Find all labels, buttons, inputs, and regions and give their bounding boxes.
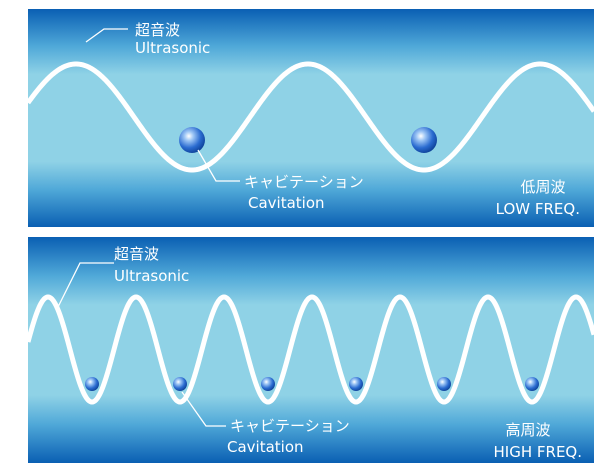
high-frequency-wave <box>25 294 597 405</box>
cavitation-leader-line <box>181 391 226 427</box>
high-panel-background <box>28 237 594 463</box>
cavitation-bubble <box>179 127 205 153</box>
cavitation-label-en: Cavitation <box>227 438 304 456</box>
low-frequency-panel: 超音波 Ultrasonic キャビテーション Cavitation 低周波 L… <box>25 9 597 227</box>
cavitation-bubble <box>525 377 539 391</box>
cavitation-bubble <box>349 377 363 391</box>
cavitation-bubble <box>261 377 275 391</box>
high-frequency-panel: 超音波 Ultrasonic キャビテーション Cavitation 高周波 H… <box>25 237 597 463</box>
frequency-label-jp: 低周波 <box>520 178 565 196</box>
ultrasonic-label-jp: 超音波 <box>135 21 180 39</box>
cavitation-label-jp: キャビテーション <box>244 173 364 191</box>
cavitation-label-jp: キャビテーション <box>230 417 350 435</box>
frequency-label-jp: 高周波 <box>505 421 550 439</box>
ultrasonic-label-en: Ultrasonic <box>114 267 189 285</box>
cavitation-bubble <box>411 127 437 153</box>
ultrasonic-leader-line <box>85 28 128 43</box>
ultrasonic-label-jp: 超音波 <box>114 245 159 263</box>
cavitation-label-en: Cavitation <box>248 194 325 212</box>
low-panel-background <box>28 9 594 227</box>
cavitation-bubble <box>173 377 187 391</box>
frequency-label-en: LOW FREQ. <box>496 200 580 218</box>
ultrasonic-leader-line <box>57 262 114 308</box>
cavitation-bubble <box>85 377 99 391</box>
cavitation-bubble <box>437 377 451 391</box>
ultrasonic-label-en: Ultrasonic <box>135 39 210 57</box>
frequency-label-en: HIGH FREQ. <box>494 443 582 461</box>
low-frequency-wave <box>25 61 597 173</box>
cavitation-leader-line <box>197 149 240 182</box>
